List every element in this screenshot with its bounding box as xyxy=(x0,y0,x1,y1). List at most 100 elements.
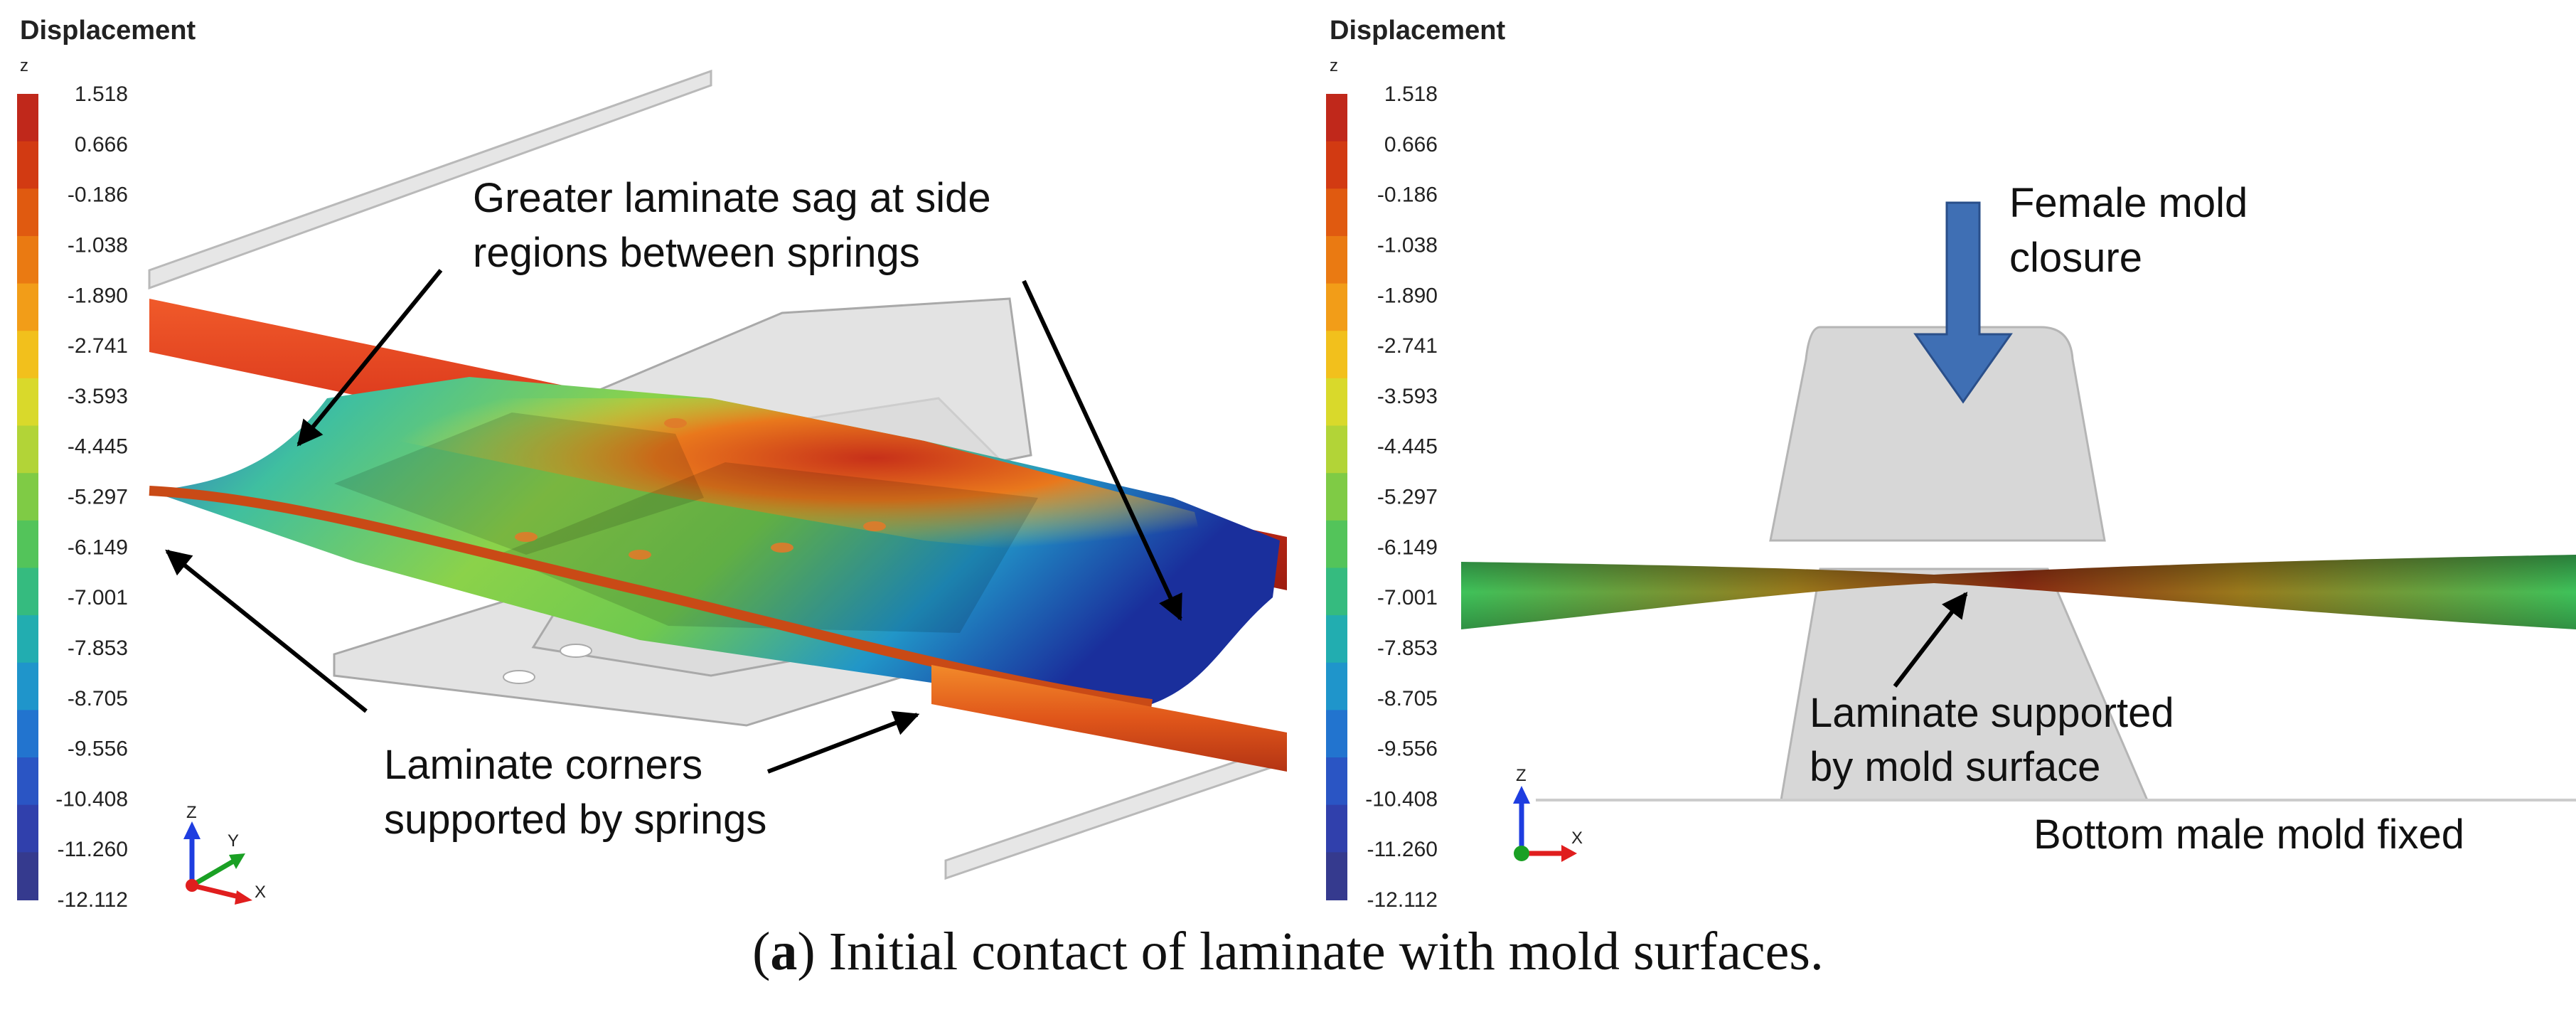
scale-swatch xyxy=(1326,331,1347,379)
scale-swatch xyxy=(1326,852,1347,900)
scale-tick-label: -2.741 xyxy=(68,334,128,358)
scale-swatch xyxy=(1326,710,1347,759)
scale-tick-label: -5.297 xyxy=(1377,486,1438,509)
scale-swatch xyxy=(1326,283,1347,332)
scale-swatch xyxy=(1326,662,1347,711)
annotation-male-mold-fixed: Bottom male mold fixed xyxy=(2033,811,2464,858)
scale-tick-label: 1.518 xyxy=(1384,82,1438,106)
scale-swatch xyxy=(1326,94,1347,142)
mold-frame-lines xyxy=(148,69,1281,880)
scale-swatch xyxy=(17,331,38,379)
legend-axis-label: z xyxy=(1330,56,1338,75)
scale-swatch xyxy=(17,520,38,569)
scale-swatch xyxy=(17,283,38,332)
color-scale-bar xyxy=(1326,94,1347,900)
scale-swatch xyxy=(1326,188,1347,237)
scale-swatch xyxy=(17,568,38,617)
scale-tick-label: -1.038 xyxy=(68,233,128,257)
scale-tick-label: -8.705 xyxy=(68,687,128,710)
triad-label-z: Z xyxy=(1516,766,1527,785)
scale-swatch xyxy=(17,473,38,521)
scale-swatch xyxy=(1326,520,1347,569)
annotation-side-sag: Greater laminate sag at side regions bet… xyxy=(473,175,1003,276)
scale-tick-label: -1.890 xyxy=(1377,284,1438,307)
scale-tick-label: -5.297 xyxy=(68,486,128,509)
scale-tick-label: 0.666 xyxy=(75,133,128,156)
scale-swatch xyxy=(1326,378,1347,427)
scale-tick-label: -0.186 xyxy=(1377,183,1438,207)
scale-tick-label: -3.593 xyxy=(68,385,128,408)
scale-tick-label: -12.112 xyxy=(1367,888,1438,912)
scale-swatch xyxy=(1326,804,1347,853)
axis-triad-right: Z X xyxy=(1513,766,1583,862)
figure-caption: (a) Initial contact of laminate with mol… xyxy=(752,922,1824,981)
scale-swatch xyxy=(17,378,38,427)
scale-tick-label: -1.890 xyxy=(68,284,128,307)
scale-tick-label: -0.186 xyxy=(68,183,128,207)
annotation-corners-supported: Laminate corners supported by springs xyxy=(384,742,766,843)
scale-swatch xyxy=(17,757,38,806)
triad-label-y: Y xyxy=(228,831,239,851)
legend-title: Displacement xyxy=(20,16,196,46)
scale-swatch xyxy=(1326,235,1347,284)
scale-swatch xyxy=(17,94,38,142)
scale-tick-label: -1.038 xyxy=(1377,233,1438,257)
scale-tick-label: -4.445 xyxy=(1377,435,1438,459)
scale-tick-label: 0.666 xyxy=(1384,133,1438,156)
scale-tick-label: -10.408 xyxy=(55,787,128,811)
triad-label-z: Z xyxy=(186,803,197,822)
annotation-arrows-corners xyxy=(165,549,920,774)
scale-swatch xyxy=(1326,473,1347,521)
scale-swatch xyxy=(17,804,38,853)
scale-swatch xyxy=(17,615,38,664)
scale-tick-label: -7.001 xyxy=(1377,586,1438,609)
triad-label-x: X xyxy=(255,883,266,902)
left-panel: Displacement z 1.518 0.666 -0.186 -1.038 -1.… xyxy=(17,16,1287,912)
scale-tick-label: -2.741 xyxy=(1377,334,1438,358)
scale-tick-label: -9.556 xyxy=(1377,737,1438,761)
annotation-arrow-supported xyxy=(1893,592,1968,688)
scale-swatch xyxy=(1326,757,1347,806)
scale-tick-label: -6.149 xyxy=(68,536,128,559)
scale-tick-label: -11.260 xyxy=(57,838,128,861)
scale-swatch xyxy=(17,141,38,190)
scale-tick-label: -4.445 xyxy=(68,435,128,459)
scale-swatch xyxy=(1326,141,1347,190)
scale-swatch xyxy=(17,235,38,284)
color-scale-bar xyxy=(17,94,38,900)
legend-title: Displacement xyxy=(1330,16,1505,46)
scale-swatch xyxy=(17,662,38,711)
scale-tick-label: 1.518 xyxy=(75,82,128,106)
scale-swatch xyxy=(1326,425,1347,474)
legend-axis-label: z xyxy=(20,56,28,75)
scale-swatch xyxy=(17,425,38,474)
scale-swatch xyxy=(1326,568,1347,617)
scale-tick-label: -10.408 xyxy=(1365,787,1438,811)
annotation-female-mold: Female mold closure xyxy=(2009,180,2259,281)
scale-tick-label: -6.149 xyxy=(1377,536,1438,559)
scale-swatch xyxy=(1326,615,1347,664)
annotation-arrows-sag xyxy=(296,269,1182,622)
scale-tick-label: -12.112 xyxy=(57,888,128,912)
triad-label-x: X xyxy=(1571,829,1583,848)
laminate-sheet-left xyxy=(149,377,1280,709)
scale-tick-label: -7.001 xyxy=(68,586,128,609)
color-scale-labels: 1.518 0.666 -0.186 -1.038 -1.890 -2.741 -3.593… xyxy=(55,82,128,912)
axis-triad-left: Z Y X xyxy=(183,803,266,905)
annotation-laminate-supported: Laminate supported by mold surface xyxy=(1810,690,2186,790)
scale-swatch xyxy=(17,852,38,900)
color-scale-labels: 1.518 0.666 -0.186 -1.038 -1.890 -2.741 -3.593… xyxy=(1365,82,1438,912)
support-rod-bottom xyxy=(931,665,1287,772)
scale-tick-label: -11.260 xyxy=(1367,838,1438,861)
mold-closure-arrow[interactable] xyxy=(1913,201,2013,404)
right-panel: Displacement z 1.518 0.666 -0.186 -1.038 -1.… xyxy=(1326,16,2576,912)
scale-tick-label: -3.593 xyxy=(1377,385,1438,408)
female-mold xyxy=(1769,326,2106,542)
scale-tick-label: -8.705 xyxy=(1377,687,1438,710)
scale-swatch xyxy=(17,710,38,759)
scale-tick-label: -7.853 xyxy=(1377,637,1438,660)
scale-swatch xyxy=(17,188,38,237)
scale-tick-label: -9.556 xyxy=(68,737,128,761)
scale-tick-label: -7.853 xyxy=(68,637,128,660)
